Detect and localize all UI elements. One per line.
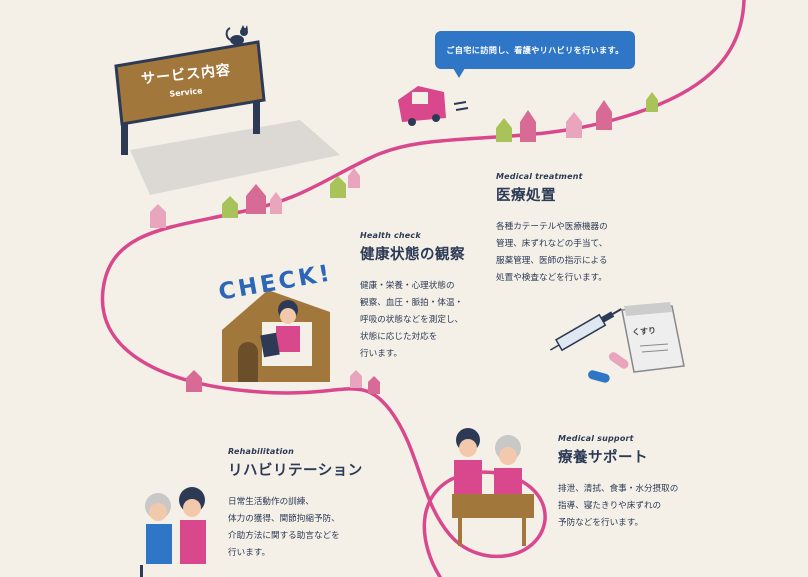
medicine-bag-icon [621, 302, 685, 373]
section-description: 日常生活動作の訓練、 体力の獲得、関節拘縮予防、 介助方法に関する助言などを 行… [228, 497, 340, 558]
rehab-people [140, 487, 206, 577]
support-people [452, 428, 534, 546]
capsule-icon [588, 352, 629, 383]
section-description: 排泄、清拭、食事・水分摂取の 指導、寝たきりや床ずれの 予防などを行います。 [558, 484, 679, 528]
syringe-icon [549, 308, 622, 352]
car-icon [398, 86, 469, 126]
sign-shadow [130, 120, 340, 195]
section-title: 療養サポート [558, 450, 648, 466]
sign-board [114, 40, 266, 126]
sign-post-left [121, 110, 128, 155]
house-icon [222, 290, 330, 382]
section-medical-support: Medical support 療養サポート 排泄、清拭、食事・水分摂取の 指導… [558, 434, 778, 532]
section-description: 健康・栄養・心理状態の 観察、血圧・脈拍・体温・ 呼吸の状態などを測定し、 状態… [360, 281, 464, 359]
section-subtitle: Rehabilitation [228, 447, 295, 456]
speech-bubble-text: ご自宅に訪問し、看護やリハビリを行います。 [446, 45, 624, 55]
section-rehabilitation: Rehabilitation リハビリテーション 日常生活動作の訓練、 体力の獲… [228, 447, 448, 562]
section-title: リハビリテーション [228, 463, 363, 479]
sign-post-right [253, 96, 260, 134]
cat-icon [225, 25, 248, 45]
section-description: 各種カテーテルや医療機器の 管理、床ずれなどの手当て、 服薬管理、医師の指示によ… [496, 222, 608, 283]
section-medical-treatment: Medical treatment 医療処置 各種カテーテルや医療機器の 管理、… [496, 172, 706, 287]
section-subtitle: Health check [360, 231, 421, 240]
section-subtitle: Medical treatment [496, 172, 583, 181]
section-health-check: Health check 健康状態の観察 健康・栄養・心理状態の 観察、血圧・脈… [360, 231, 560, 363]
medicine-label: くすり [631, 325, 657, 338]
section-title: 医療処置 [496, 188, 556, 204]
section-subtitle: Medical support [558, 434, 634, 443]
speech-bubble: ご自宅に訪問し、看護やリハビリを行います。 [435, 31, 635, 78]
small-houses [150, 92, 658, 394]
section-title: 健康状態の観察 [360, 247, 465, 263]
